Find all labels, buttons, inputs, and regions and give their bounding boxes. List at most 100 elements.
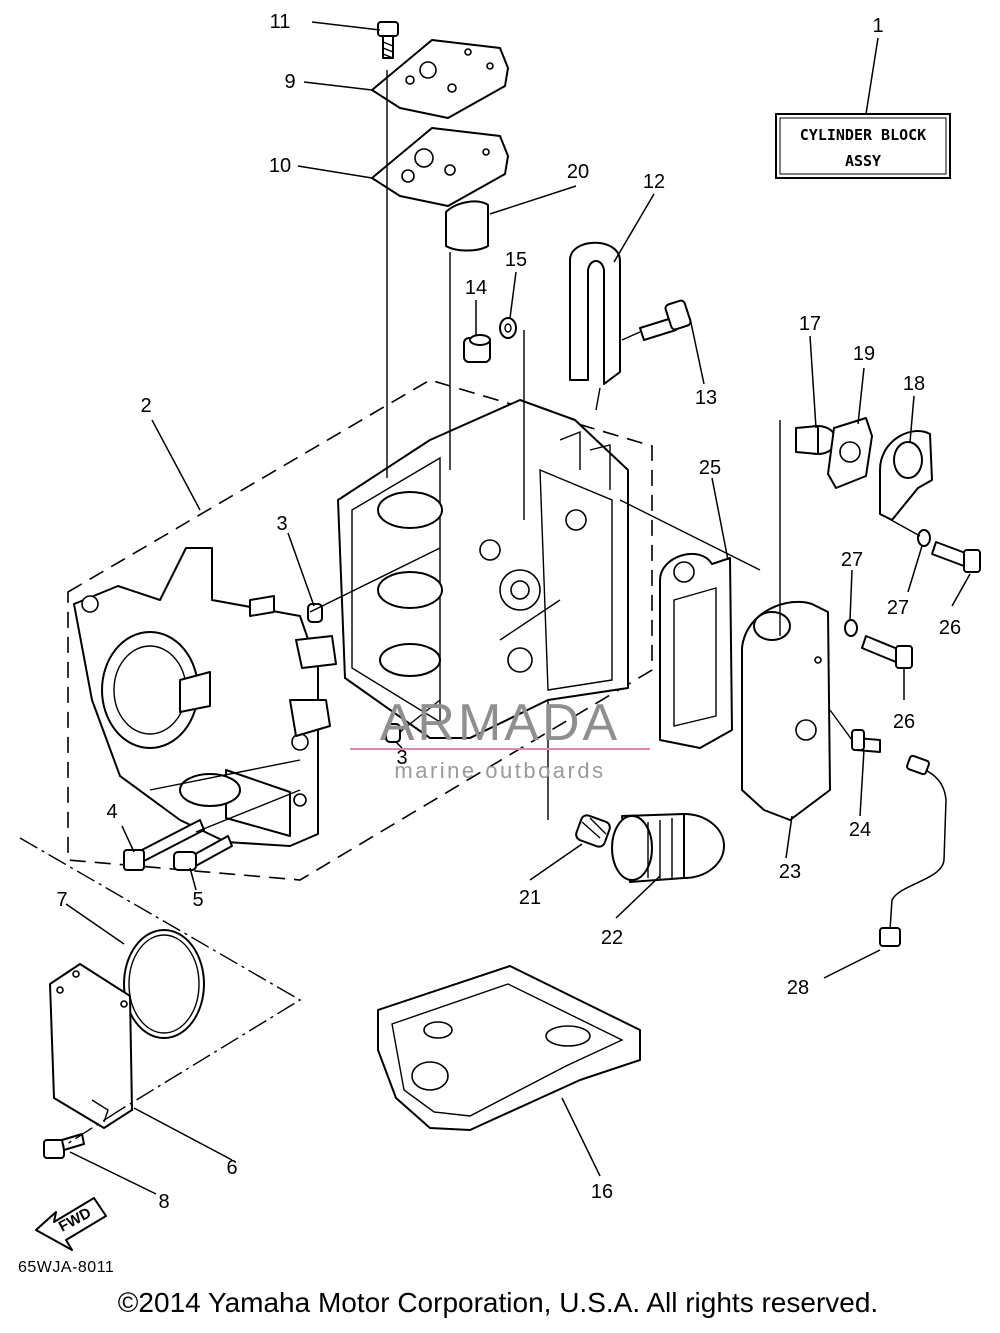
hole <box>419 61 437 79</box>
part-21-screen <box>575 814 611 848</box>
callout-7: 7 <box>56 889 67 911</box>
washer-hole <box>504 323 512 333</box>
hole <box>401 169 415 183</box>
hole <box>464 48 472 56</box>
part-09-cover-plate <box>371 39 509 119</box>
hole <box>839 441 861 463</box>
callout-5: 5 <box>192 889 203 911</box>
callout-17: 17 <box>799 313 821 335</box>
hole <box>72 970 80 978</box>
hole <box>486 62 494 70</box>
hole <box>414 148 434 168</box>
part-27-washer <box>917 529 931 547</box>
assembly-box-line1: CYLINDER BLOCK <box>800 126 926 144</box>
o-ring-inner <box>128 934 200 1034</box>
part-24-fitting <box>851 729 881 753</box>
part-15-washer <box>499 317 517 339</box>
part-22-oil-filter <box>611 813 725 883</box>
hole <box>673 561 695 583</box>
hole <box>56 986 64 994</box>
watermark-brand: ARMADA <box>380 694 620 752</box>
callout-26: 26 <box>939 617 961 639</box>
part-16-gasket <box>377 965 641 1131</box>
callout-3: 3 <box>396 747 407 769</box>
hole <box>482 148 490 156</box>
callout-1: 1 <box>872 15 883 37</box>
hole <box>411 1061 449 1091</box>
part-05-bolt <box>173 835 233 871</box>
callout-28: 28 <box>787 977 809 999</box>
part-06-cover <box>49 963 133 1129</box>
hole <box>814 656 822 664</box>
callout-3: 3 <box>276 513 287 535</box>
hole <box>795 719 817 741</box>
callout-16: 16 <box>591 1181 613 1203</box>
part-07-o-ring <box>123 929 205 1039</box>
part-03-dowel-pin <box>385 723 401 743</box>
part-20-tube <box>445 200 489 252</box>
callout-21: 21 <box>519 887 541 909</box>
hole <box>444 164 456 176</box>
callout-27: 27 <box>887 597 909 619</box>
hole <box>447 83 457 93</box>
callout-15: 15 <box>505 249 527 271</box>
leader-lines <box>19 21 971 1195</box>
callout-12: 12 <box>643 171 665 193</box>
assembly-box-line2: ASSY <box>845 152 881 170</box>
part-13-bolt <box>639 299 692 341</box>
part-02-crankcase <box>73 547 337 847</box>
assembly-outline <box>67 379 653 881</box>
callout-2: 2 <box>140 395 151 417</box>
part-14-plug <box>463 334 491 363</box>
part-26-bolt <box>861 635 913 669</box>
callout-22: 22 <box>601 927 623 949</box>
part-04-bolt <box>123 819 205 871</box>
part-23-exhaust-cover <box>741 600 831 821</box>
assembly-box: CYLINDER BLOCK ASSY <box>775 113 951 179</box>
cover-port <box>893 441 923 479</box>
gasket-inner-edge <box>673 587 717 727</box>
part-02-cylinder-block <box>337 399 629 739</box>
diagram-code: 65WJA-8011 <box>18 1259 114 1276</box>
callout-26: 26 <box>893 711 915 733</box>
cover-notch <box>91 1099 109 1123</box>
part-12-bracket <box>569 241 621 385</box>
part-26-bolt <box>931 541 981 573</box>
fwd-arrow-icon: FWD <box>35 1197 107 1251</box>
callout-24: 24 <box>849 819 871 841</box>
callout-19: 19 <box>853 343 875 365</box>
hole <box>545 1025 591 1047</box>
gasket-inner-edge <box>391 983 624 1117</box>
part-11-bolt <box>377 21 399 59</box>
part-17-thermostat <box>795 425 837 455</box>
callout-27: 27 <box>841 549 863 571</box>
copyright-notice: ©2014 Yamaha Motor Corporation, U.S.A. A… <box>118 1287 878 1318</box>
callout-13: 13 <box>695 387 717 409</box>
callout-labels: 1 2 3 3 4 5 6 7 8 9 10 11 12 13 14 15 16… <box>56 11 961 1213</box>
callout-8: 8 <box>158 1191 169 1213</box>
hole <box>120 1000 128 1008</box>
watermark-rule <box>350 748 650 750</box>
callout-6: 6 <box>226 1157 237 1179</box>
part-08-bolt <box>43 1133 85 1159</box>
callout-10: 10 <box>269 155 291 177</box>
callout-11: 11 <box>270 11 291 33</box>
watermark-tagline: marine outboards <box>394 758 605 783</box>
callout-4: 4 <box>106 801 117 823</box>
part-25-gasket <box>659 553 733 749</box>
part-28-hose <box>889 763 947 931</box>
cover-port <box>753 611 791 641</box>
callout-14: 14 <box>465 277 487 299</box>
hole <box>405 75 415 85</box>
callout-9: 9 <box>284 71 295 93</box>
part-27-washer <box>844 619 858 637</box>
callout-25: 25 <box>699 457 721 479</box>
callout-20: 20 <box>567 161 589 183</box>
callout-18: 18 <box>903 373 925 395</box>
hole <box>423 1021 453 1039</box>
part-10-gasket <box>371 127 509 207</box>
hose-end <box>879 927 901 947</box>
callout-23: 23 <box>779 861 801 883</box>
